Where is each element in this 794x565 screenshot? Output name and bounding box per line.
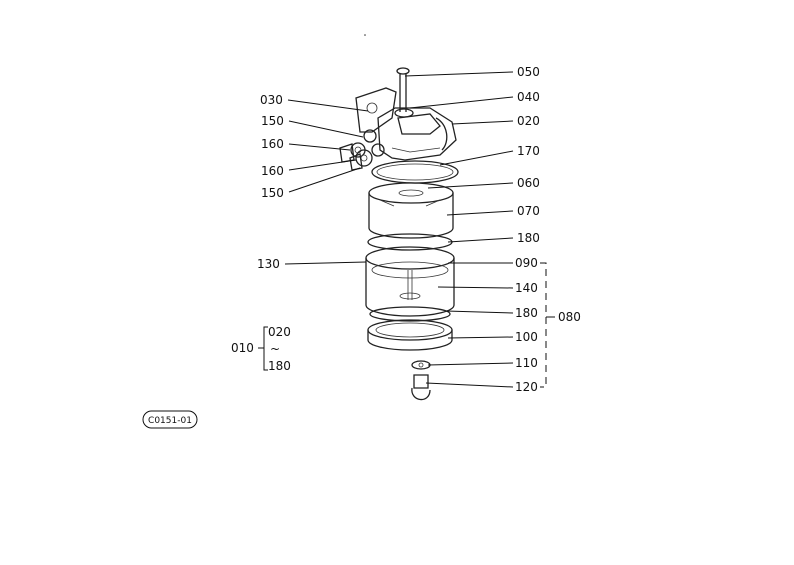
filter-element-part bbox=[368, 182, 454, 239]
assembly-to: 180 bbox=[268, 359, 291, 373]
bolt-part bbox=[396, 67, 410, 112]
callout-120: 120 bbox=[515, 380, 538, 394]
callout-110: 110 bbox=[515, 356, 538, 370]
callout-030: 030 bbox=[260, 93, 283, 107]
callout-040: 040 bbox=[517, 90, 540, 104]
callout-060: 060 bbox=[517, 176, 540, 190]
callout-140: 140 bbox=[515, 281, 538, 295]
callout-020: 020 bbox=[517, 114, 540, 128]
filter-drawing bbox=[339, 34, 459, 401]
filter-bowl-part bbox=[365, 246, 455, 317]
callout-160-lower: 160 bbox=[261, 164, 284, 178]
leader-lines bbox=[258, 71, 555, 388]
assembly-range: 010 020 ~ 180 bbox=[231, 325, 291, 373]
bracket-part bbox=[355, 87, 397, 133]
callout-labels: 050 040 030 020 150 160 160 150 170 060 … bbox=[257, 65, 581, 394]
filter-head-part bbox=[377, 107, 457, 161]
callout-090: 090 bbox=[515, 256, 538, 270]
callout-150-upper: 150 bbox=[261, 114, 284, 128]
fitting-parts bbox=[339, 129, 385, 171]
reference-stamp: C0151-01 bbox=[142, 410, 198, 429]
callout-150-lower: 150 bbox=[261, 186, 284, 200]
callout-160-upper: 160 bbox=[261, 137, 284, 151]
callout-100: 100 bbox=[515, 330, 538, 344]
assembly-separator: ~ bbox=[270, 342, 280, 356]
assembly-label: 010 bbox=[231, 341, 254, 355]
drain-plug-part bbox=[411, 374, 431, 401]
gasket-lower-part bbox=[369, 306, 451, 322]
callout-070: 070 bbox=[517, 204, 540, 218]
callout-170: 170 bbox=[517, 144, 540, 158]
drain-washer-part bbox=[411, 360, 431, 370]
callout-050: 050 bbox=[517, 65, 540, 79]
callout-180-upper: 180 bbox=[517, 231, 540, 245]
assembly-from: 020 bbox=[268, 325, 291, 339]
ring-nut-part bbox=[367, 319, 453, 351]
callout-080: 080 bbox=[558, 310, 581, 324]
callout-180-lower: 180 bbox=[515, 306, 538, 320]
callout-130: 130 bbox=[257, 257, 280, 271]
washer-part bbox=[394, 108, 414, 118]
stamp-code: C0151-01 bbox=[148, 416, 192, 426]
